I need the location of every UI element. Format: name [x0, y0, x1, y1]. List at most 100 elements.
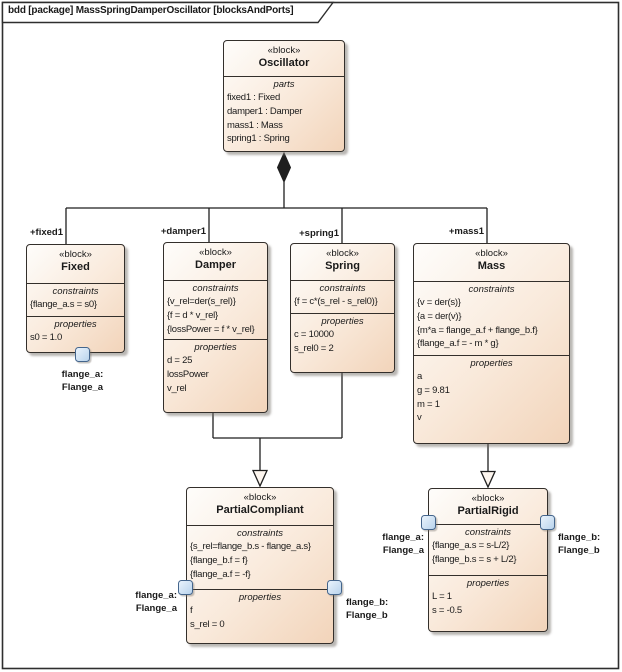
properties-label: properties [194, 342, 237, 353]
block-damper[interactable]: «block» Damper constraints {v_rel=der(s_… [163, 242, 268, 413]
diagram-title: bdd [package] MassSpringDamperOscillator… [8, 5, 294, 16]
property-line: s0 = 1.0 [30, 332, 63, 343]
part-line: fixed1 : Fixed [227, 92, 280, 103]
constraint-line: {flange_a.s = s0} [30, 299, 97, 310]
block-fixed[interactable]: «block» Fixed constraints {flange_a.s = … [26, 244, 125, 353]
name-compartment: «block» Spring [291, 244, 394, 280]
frame-title-box [1, 1, 335, 24]
port-label-partial-rigid-flange-b: flange_b: Flange_b [558, 532, 601, 556]
properties-label: properties [238, 592, 282, 603]
stereotype-label: «block» [243, 492, 277, 503]
constraint-line: {flange_a.f = - m * g} [417, 338, 499, 350]
stereotype-label: «block» [471, 493, 505, 504]
property-line: a [417, 371, 423, 382]
property-line: m = 1 [417, 398, 440, 410]
constraint-line: {f = c*(s_rel - s_rel0)} [294, 296, 378, 307]
name-compartment: «block» PartialCompliant [187, 488, 333, 525]
block-name: Oscillator [258, 57, 310, 69]
name-compartment: «block» Fixed [27, 245, 124, 283]
constraint-line: {v = der(s)} [417, 297, 461, 308]
role-label-fixed1: +fixed1 [29, 227, 63, 238]
constraints-compartment: constraints {s_rel=flange_b.s - flange_a… [187, 525, 333, 589]
block-name: Damper [195, 259, 236, 271]
property-line: lossPower [167, 368, 209, 380]
constraints-label: constraints [468, 284, 515, 295]
block-name: Mass [477, 260, 506, 272]
constraint-line: {m*a = flange_a.f + flange_b.f} [417, 324, 538, 336]
property-line: c = 10000 [294, 329, 334, 340]
port-partial-compliant-flange-b[interactable] [327, 580, 342, 595]
properties-label: properties [54, 319, 97, 330]
properties-compartment: properties L = 1 s = -0.5 [429, 575, 547, 631]
name-compartment: «block» Mass [414, 244, 569, 281]
stereotype-label: «block» [199, 247, 232, 258]
role-label-mass1: +mass1 [448, 226, 484, 237]
constraint-line: {flange_b.f = f} [190, 554, 248, 566]
generalization-arrow-icon [251, 469, 269, 488]
constraint-line: {a = der(v)} [417, 310, 462, 322]
block-partial-rigid[interactable]: «block» PartialRigid constraints {flange… [428, 488, 548, 632]
property-line: v_rel [167, 382, 187, 394]
constraint-line: {flange_a.s = s-L/2} [432, 540, 510, 551]
constraints-compartment: constraints {f = c*(s_rel - s_rel0)} [291, 280, 394, 313]
constraints-label: constraints [237, 528, 283, 539]
properties-compartment: properties d = 25 lossPower v_rel [164, 339, 267, 412]
constraints-compartment: constraints {flange_a.s = s0} [27, 283, 124, 316]
constraint-line: {f = d * v_rel} [167, 309, 218, 321]
properties-compartment: properties s0 = 1.0 [27, 316, 124, 352]
role-label-spring1: +spring1 [299, 228, 339, 239]
part-line: mass1 : Mass [227, 119, 283, 131]
generalization-arrow-icon [479, 470, 497, 489]
constraint-line: {v_rel=der(s_rel)} [167, 296, 236, 307]
port-partial-rigid-flange-b[interactable] [540, 515, 555, 530]
property-line: f [190, 605, 193, 616]
block-name: Fixed [61, 261, 90, 273]
property-line: v [417, 412, 422, 424]
constraints-label: constraints [465, 527, 511, 538]
constraints-label: constraints [52, 286, 99, 297]
stereotype-label: «block» [326, 248, 359, 259]
stereotype-label: «block» [475, 248, 508, 259]
block-partial-compliant[interactable]: «block» PartialCompliant constraints {s_… [186, 487, 334, 644]
part-line: damper1 : Damper [227, 105, 303, 117]
constraints-label: constraints [319, 283, 366, 294]
constraint-line: {flange_b.s = s + L/2} [432, 553, 517, 565]
name-compartment: «block» Oscillator [224, 41, 344, 76]
parts-compartment: parts fixed1 : Fixed damper1 : Damper ma… [224, 76, 344, 151]
generalization-connector-compliant[interactable] [212, 373, 343, 471]
composition-diamond-icon [276, 151, 292, 184]
properties-label: properties [470, 358, 513, 369]
block-spring[interactable]: «block» Spring constraints {f = c*(s_rel… [290, 243, 395, 373]
name-compartment: «block» PartialRigid [429, 489, 547, 524]
property-line: s = -0.5 [432, 604, 462, 616]
properties-label: properties [466, 578, 510, 589]
block-name: PartialCompliant [216, 504, 304, 516]
block-oscillator[interactable]: «block» Oscillator parts fixed1 : Fixed … [223, 40, 345, 152]
property-line: s_rel = 0 [190, 618, 225, 630]
stereotype-label: «block» [59, 249, 92, 260]
role-label-damper1: +damper1 [160, 226, 206, 237]
properties-compartment: properties f s_rel = 0 [187, 589, 333, 643]
constraint-line: {lossPower = f * v_rel} [167, 323, 255, 335]
constraint-line: {s_rel=flange_b.s - flange_a.s} [190, 541, 311, 552]
property-line: L = 1 [432, 591, 452, 602]
constraints-compartment: constraints {v = der(s)} {a = der(v)} {m… [414, 281, 569, 355]
port-partial-compliant-flange-a[interactable] [178, 580, 193, 595]
properties-label: properties [321, 316, 364, 327]
parts-label: parts [273, 79, 295, 90]
port-partial-rigid-flange-a[interactable] [421, 515, 436, 530]
properties-compartment: properties a g = 9.81 m = 1 v [414, 355, 569, 443]
part-line: spring1 : Spring [227, 133, 290, 145]
composition-connector[interactable] [65, 182, 488, 244]
block-mass[interactable]: «block» Mass constraints {v = der(s)} {a… [413, 243, 570, 444]
port-label-partial-rigid-flange-a: flange_a: Flange_a [382, 532, 424, 556]
constraint-line: {flange_a.f = -f} [190, 568, 251, 580]
properties-compartment: properties c = 10000 s_rel0 = 2 [291, 313, 394, 372]
port-label-fixed-flange-a: flange_a: Flange_a [61, 369, 104, 393]
name-compartment: «block» Damper [164, 243, 267, 280]
stereotype-label: «block» [267, 45, 301, 56]
port-fixed-flange-a[interactable] [75, 347, 90, 362]
port-label-partial-compliant-flange-b: flange_b: Flange_b [346, 597, 389, 621]
